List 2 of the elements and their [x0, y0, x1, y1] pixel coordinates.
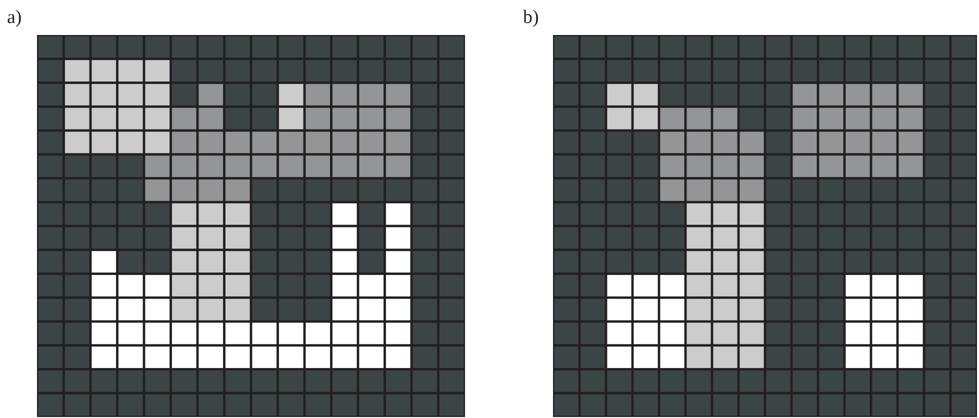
panel-label: a)	[7, 8, 22, 27]
panel-label: b)	[523, 8, 539, 27]
